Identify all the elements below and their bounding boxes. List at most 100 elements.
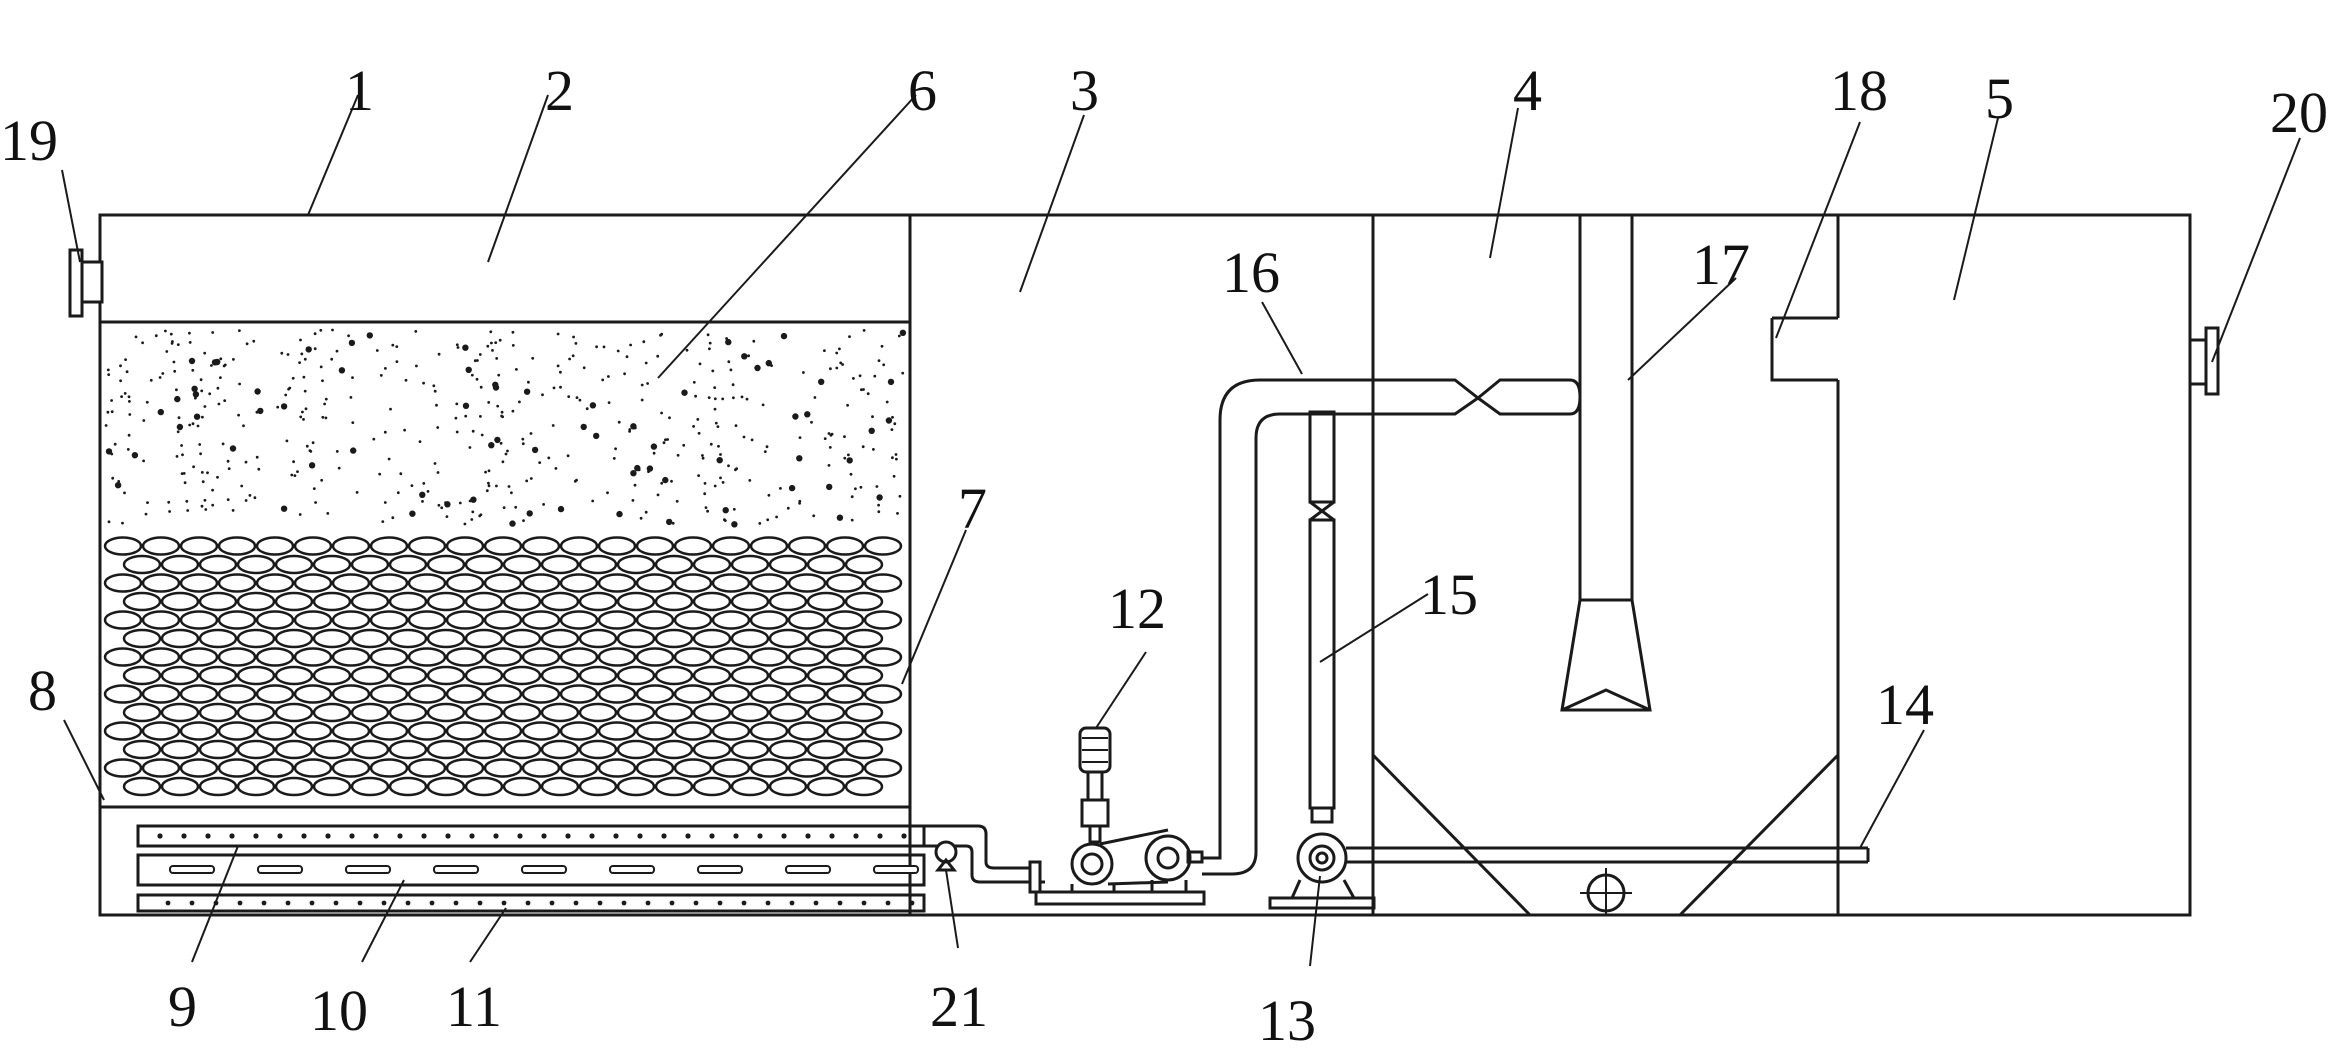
aeration-pipes: [136, 824, 988, 913]
gravel-stone: [654, 776, 694, 797]
gravel-stone: [825, 647, 865, 667]
gravel-stone: [198, 554, 238, 575]
sand-grain: [110, 410, 114, 414]
sand-grain: [495, 484, 498, 488]
gravel-stone: [293, 721, 333, 741]
sand-grain: [221, 442, 225, 446]
sand-grain: [320, 478, 324, 482]
sand-grain: [499, 441, 503, 445]
gravel-stone: [312, 739, 352, 760]
sand-grain: [366, 332, 373, 339]
sand-grain: [168, 510, 172, 513]
sand-grain: [180, 444, 184, 447]
sand-grain: [742, 435, 746, 439]
sand-grain: [767, 363, 770, 367]
sand-grain: [231, 509, 235, 512]
gravel-stone: [350, 628, 390, 649]
perforation: [429, 900, 435, 906]
sand-grain: [253, 496, 257, 500]
sand-grain: [157, 408, 164, 416]
gravel-stone: [787, 684, 827, 704]
sand-grain: [433, 462, 437, 465]
sand-grain: [566, 454, 570, 458]
pipe-holes: [157, 833, 919, 906]
sand-grain: [300, 352, 304, 356]
label-1: 1: [345, 58, 374, 123]
sand-grain: [154, 334, 158, 338]
gravel-stone: [635, 758, 675, 778]
sand-grain: [529, 432, 533, 435]
sand-grain: [255, 455, 259, 459]
sand-grain: [471, 429, 475, 433]
label-2: 2: [545, 58, 574, 123]
gravel-stone: [540, 702, 580, 723]
leader-lines: [61, 94, 2301, 967]
sand-grain: [498, 338, 502, 342]
sand-grain: [899, 329, 907, 336]
gravel-stone: [825, 536, 865, 556]
gravel-stone: [141, 610, 181, 630]
sand-grain: [226, 498, 230, 501]
sand-grain: [372, 437, 376, 441]
sand-grain: [721, 481, 725, 484]
gravel-stone: [160, 739, 200, 760]
sand-grain: [222, 364, 226, 368]
sand-grain: [244, 460, 248, 464]
sand-grain: [280, 351, 284, 355]
sand-grain: [127, 400, 131, 403]
sand-grain: [298, 513, 302, 516]
sand-grain: [404, 378, 408, 382]
gravel-stone: [236, 739, 276, 760]
sand-grain: [573, 479, 577, 483]
sand-grain: [812, 514, 816, 518]
sand-grain: [692, 380, 696, 384]
sand-grain: [121, 521, 124, 525]
gravel-stone: [179, 647, 219, 667]
gravel-stone: [787, 647, 827, 667]
gravel-stone: [255, 758, 295, 778]
gravel-stone: [616, 702, 656, 723]
sand-grain: [199, 378, 203, 382]
sand-grain: [196, 424, 200, 428]
sand-grain: [305, 444, 309, 448]
gravel-stone: [426, 628, 466, 649]
gravel-stone: [559, 758, 599, 778]
sand-grain: [521, 442, 525, 446]
sand-grain: [779, 487, 782, 490]
slot: [785, 865, 831, 874]
sand-grain: [704, 506, 708, 509]
gravel-stone: [578, 739, 618, 760]
gravel-stone: [502, 628, 542, 649]
sand-grain: [876, 494, 883, 501]
sand-grain: [846, 403, 849, 407]
gravel-stone: [730, 739, 770, 760]
perforation: [621, 900, 627, 906]
gravel-stone: [236, 591, 276, 612]
sand-grain: [682, 443, 686, 447]
sand-grain: [351, 421, 355, 424]
gravel-stone: [673, 610, 713, 630]
sand-grain: [660, 481, 664, 485]
gravel-stone: [141, 684, 181, 704]
sand-grain: [891, 456, 894, 460]
gravel-stone: [350, 591, 390, 612]
sand-grain: [671, 521, 675, 525]
gravel-stone: [673, 758, 713, 778]
sand-grain: [862, 388, 865, 391]
sand-grain: [623, 372, 626, 376]
perforation: [421, 833, 427, 839]
sand-grain: [478, 514, 482, 518]
gravel-stone: [730, 591, 770, 612]
perforation: [229, 833, 235, 839]
gravel-stone: [730, 776, 770, 797]
sand-grain: [713, 386, 717, 389]
gravel-stone: [673, 536, 713, 556]
gravel-stone: [331, 536, 371, 556]
gravel-stone: [255, 610, 295, 630]
center-tube-17: [1560, 215, 1652, 712]
sand-grain: [403, 428, 406, 432]
sand-grain: [745, 397, 749, 401]
sand-grain: [208, 392, 212, 396]
gravel-stone: [483, 758, 523, 778]
gravel-stone: [673, 647, 713, 667]
